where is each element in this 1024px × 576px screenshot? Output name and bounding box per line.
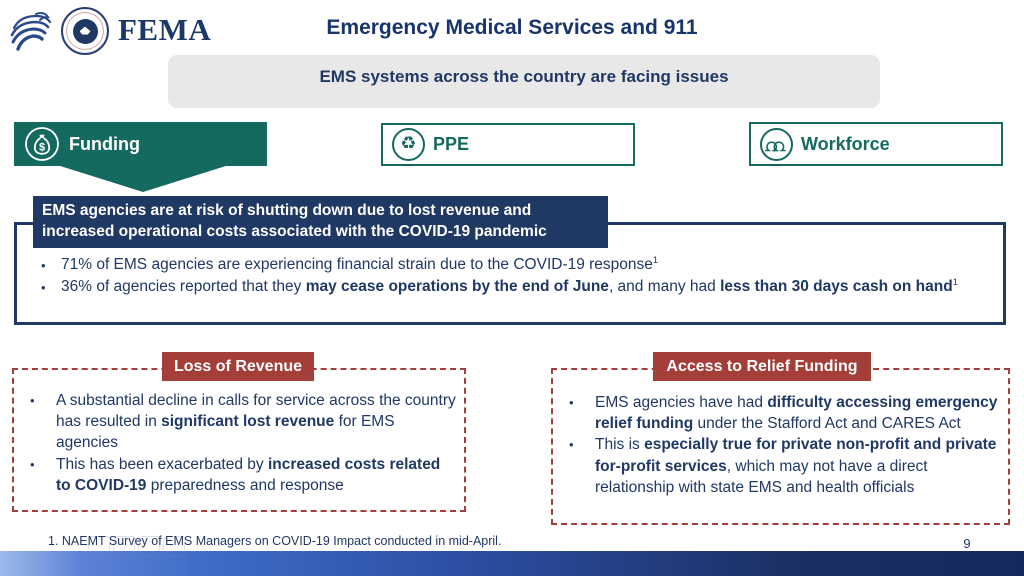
overview-box: 71% of EMS agencies are experiencing fin… <box>14 222 1006 325</box>
footnote: 1. NAEMT Survey of EMS Managers on COVID… <box>48 534 502 548</box>
svg-text:$: $ <box>39 142 45 154</box>
tab-label-ppe: PPE <box>433 134 470 154</box>
people-icon <box>760 127 793 161</box>
loss-of-revenue-header: Loss of Revenue <box>162 352 314 381</box>
page-number: 9 <box>963 536 971 551</box>
money-bag-icon: $ <box>25 127 59 161</box>
tab-funding[interactable]: $ Funding <box>14 122 267 166</box>
overview-bullet-2: 36% of agencies reported that they may c… <box>41 277 985 298</box>
recycle-icon <box>392 128 425 161</box>
loss-bullet-2: This has been exacerbated by increased c… <box>30 454 456 496</box>
subtitle-banner: EMS systems across the country are facin… <box>168 55 880 108</box>
relief-bullet-2: This is especially true for private non-… <box>569 434 1000 498</box>
hhs-eagle-icon <box>10 12 52 51</box>
relief-funding-header: Access to Relief Funding <box>653 352 871 381</box>
footer-bar <box>0 551 1024 576</box>
relief-funding-box: EMS agencies have had difficulty accessi… <box>551 368 1010 525</box>
fema-wordmark: FEMA <box>118 12 212 47</box>
tab-label-workforce: Workforce <box>801 133 890 154</box>
funding-arrow-pointer <box>57 165 229 192</box>
dhs-seal-center <box>72 18 98 44</box>
relief-bullet-1: EMS agencies have had difficulty accessi… <box>569 392 1000 434</box>
dhs-seal-icon <box>61 7 109 55</box>
tab-workforce[interactable]: Workforce <box>749 122 1003 166</box>
loss-bullet-1: A substantial decline in calls for servi… <box>30 390 456 454</box>
tab-label-funding: Funding <box>69 133 140 154</box>
tab-ppe[interactable]: PPE <box>381 123 635 166</box>
page-title: Emergency Medical Services and 911 <box>326 16 698 39</box>
logo-group: FEMA <box>6 7 211 55</box>
loss-of-revenue-box: A substantial decline in calls for servi… <box>12 368 466 512</box>
overview-bullet-1: 71% of EMS agencies are experiencing fin… <box>41 255 985 276</box>
risk-banner: EMS agencies are at risk of shutting dow… <box>33 196 608 249</box>
